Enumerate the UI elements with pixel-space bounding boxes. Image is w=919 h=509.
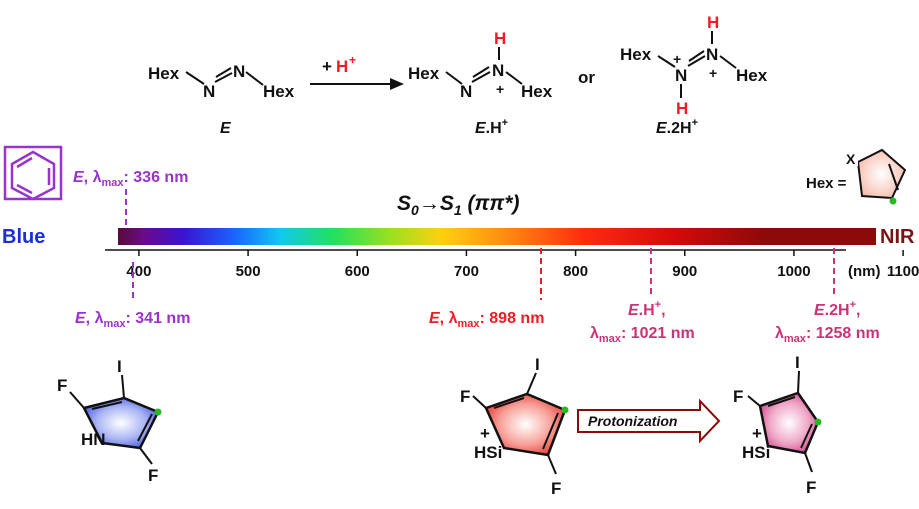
azo-compound-eh: Hex N N H + Hex xyxy=(408,29,553,101)
heteroatom-x: X xyxy=(846,151,856,167)
marker-label-1258-line2: λmax: 1258 nm xyxy=(775,325,880,345)
pyrrole-structure: I F F HN xyxy=(57,357,162,485)
axis-tick-label: 1000 xyxy=(777,263,810,280)
attachment-dot xyxy=(154,408,162,416)
protonization-label: Protonization xyxy=(588,413,677,429)
marker-label-898: E, λmax: 898 nm xyxy=(429,310,544,330)
hex-label: Hex xyxy=(148,64,180,83)
silole-protonated-structure: I F F + HSi xyxy=(733,353,822,497)
axis-tick-label: 800 xyxy=(563,263,588,280)
hex-label: Hex xyxy=(736,66,768,85)
fluorine-label: F xyxy=(806,478,816,497)
hex-label: Hex xyxy=(408,64,440,83)
benzene-structure xyxy=(3,145,63,201)
arrow-proton-charge: + xyxy=(349,53,356,67)
fluorine-label: F xyxy=(733,387,743,406)
nitrogen-label: N xyxy=(675,66,687,85)
hydrogen-label: H xyxy=(676,99,688,118)
hsi-label: HSi xyxy=(474,443,502,462)
spectrum: Blue NIR 400500600700800900100011001200 … xyxy=(2,226,919,280)
axis-tick-label: 500 xyxy=(236,263,261,280)
hydrogen-label: H xyxy=(494,29,506,48)
charge-plus: + xyxy=(752,424,762,443)
hex-label: Hex xyxy=(620,45,652,64)
iodine-label: I xyxy=(117,357,122,376)
nitrogen-label: N xyxy=(706,45,718,64)
unit-label: (nm) xyxy=(848,263,881,280)
axis-ticks: 400500600700800900100011001200 xyxy=(126,250,919,280)
azo-compound-e2h: Hex N + H N H + Hex xyxy=(620,13,768,118)
blue-label: Blue xyxy=(2,226,45,248)
label-eh: E.H+ xyxy=(475,117,508,137)
attachment-dot xyxy=(814,418,822,426)
hex-label: Hex xyxy=(521,82,553,101)
iodine-label: I xyxy=(795,353,800,372)
nh-label: HN xyxy=(81,430,106,449)
or-label: or xyxy=(578,68,595,87)
axis-tick-label: 700 xyxy=(454,263,479,280)
charge-plus: + xyxy=(496,81,504,97)
nitrogen-label: N xyxy=(492,61,504,80)
charge-plus: + xyxy=(480,424,490,443)
reaction-arrow: + H + xyxy=(310,53,404,90)
azo-compound-e: Hex N N Hex xyxy=(148,62,295,101)
arrow-plus: + xyxy=(322,57,332,76)
marker-label-341: E, λmax: 341 nm xyxy=(75,310,190,330)
arrow-proton: H xyxy=(336,57,348,76)
hydrogen-label: H xyxy=(707,13,719,32)
charge-plus: + xyxy=(709,65,717,81)
reaction-scheme: Hex N N Hex + H + Hex N N H + xyxy=(148,13,768,118)
axis-tick-label: 1100 xyxy=(887,263,919,280)
nitrogen-label: N xyxy=(233,62,245,81)
axis-tick-label: 600 xyxy=(345,263,370,280)
iodine-label: I xyxy=(535,355,540,374)
label-e: E xyxy=(220,120,232,137)
label-e2h: E.2H+ xyxy=(656,117,698,137)
fluorine-label: F xyxy=(148,466,158,485)
species-labels: E E.H+ E.2H+ xyxy=(220,117,698,137)
spectrum-visible-bar xyxy=(118,228,766,245)
hex-legend-label: Hex = xyxy=(806,175,847,192)
benzene-lambda-label: E, λmax: 336 nm xyxy=(73,169,188,189)
marker-label-1258-line1: E.2H+, xyxy=(814,299,860,319)
attachment-dot xyxy=(561,406,569,414)
fluorine-label: F xyxy=(57,376,67,395)
axis-tick-label: 400 xyxy=(126,263,151,280)
spectrum-nir-bar xyxy=(766,228,876,245)
nir-label: NIR xyxy=(880,226,915,248)
protonization-arrow: Protonization xyxy=(577,398,721,444)
transition-label: S0→S1 (ππ*) xyxy=(397,192,520,218)
hsi-label: HSi xyxy=(742,443,770,462)
nitrogen-label: N xyxy=(203,82,215,101)
marker-label-1021-line1: E.H+, xyxy=(628,299,666,319)
fluorine-label: F xyxy=(460,387,470,406)
charge-plus: + xyxy=(673,51,681,67)
fluorine-label: F xyxy=(551,479,561,498)
attachment-dot xyxy=(889,197,897,205)
hex-label: Hex xyxy=(263,82,295,101)
nitrogen-label: N xyxy=(460,82,472,101)
axis-tick-label: 900 xyxy=(672,263,697,280)
marker-label-1021-line2: λmax: 1021 nm xyxy=(590,325,695,345)
hex-legend: Hex = X xyxy=(806,148,907,205)
silole-structure: I F F + HSi xyxy=(460,355,569,498)
